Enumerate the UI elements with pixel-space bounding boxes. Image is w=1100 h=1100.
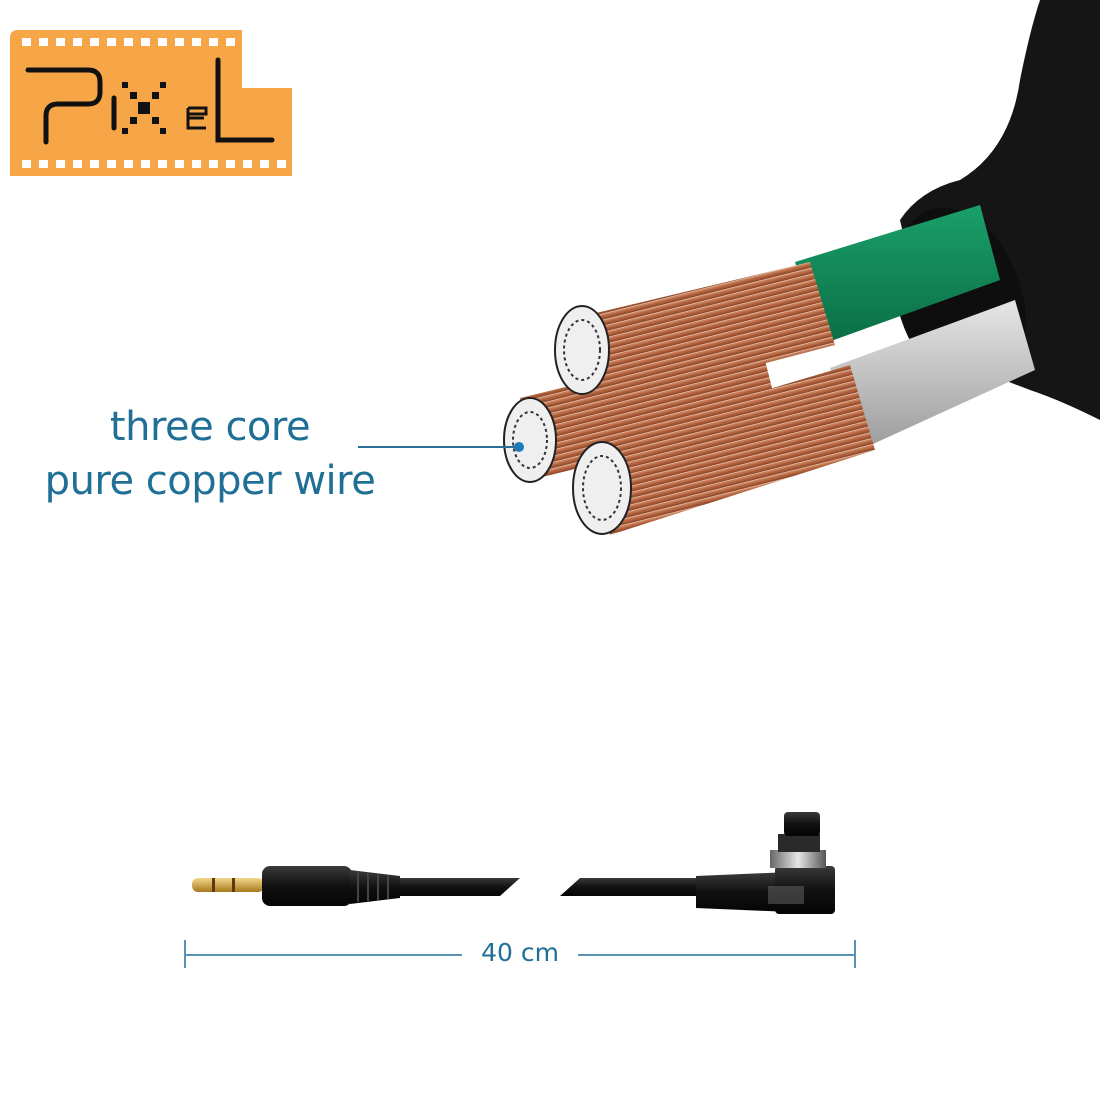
film-perforations-bottom <box>22 160 286 168</box>
callout-line-2: pure copper wire <box>44 458 376 504</box>
dimension-line-right <box>578 954 856 956</box>
callout-pointer-dot <box>514 442 524 452</box>
callout-label: three core pure copper wire <box>30 400 390 508</box>
callout-line-1: three core <box>109 404 311 450</box>
product-cable-image <box>180 800 880 930</box>
dimension-line-left <box>184 954 462 956</box>
length-label: 40 cm <box>481 938 559 967</box>
ten-pin-connector <box>560 812 835 914</box>
cable-cross-section-image <box>490 0 1100 560</box>
film-perforations-top <box>22 38 235 46</box>
dimension-tick-right <box>854 940 856 968</box>
pixel-logo <box>10 30 292 176</box>
callout-leader-line <box>358 446 518 448</box>
stereo-plug <box>192 866 520 906</box>
